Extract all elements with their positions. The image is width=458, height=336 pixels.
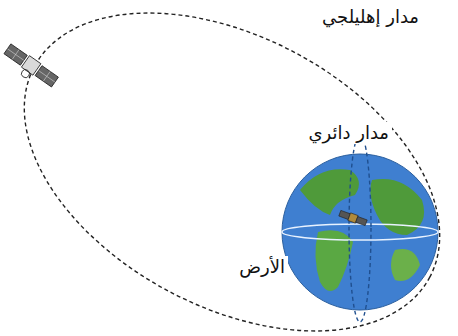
earth-globe xyxy=(282,154,438,310)
satellite xyxy=(338,209,367,226)
satellite xyxy=(0,43,59,93)
circular-orbit xyxy=(349,134,371,322)
orbit-label: مدار دائري xyxy=(305,122,392,144)
orbit-label: مدار إهليلجي xyxy=(319,6,422,28)
earth-label: الأرض xyxy=(236,256,288,278)
